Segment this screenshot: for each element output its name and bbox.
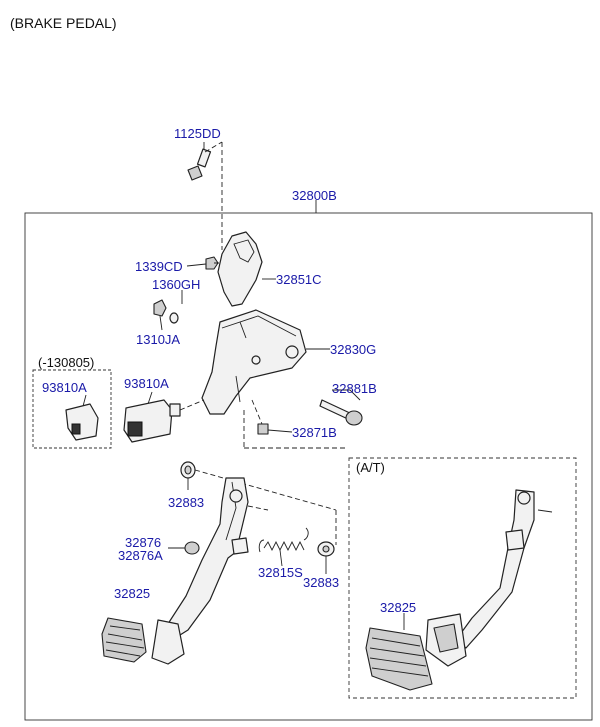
label-32830G[interactable]: 32830G bbox=[330, 342, 376, 357]
bushing-1360GH bbox=[153, 290, 183, 324]
label-1339CD[interactable]: 1339CD bbox=[135, 259, 183, 274]
label-32825[interactable]: 32825 bbox=[114, 586, 150, 601]
variant-box bbox=[32, 369, 112, 449]
label-32800B[interactable]: 32800B bbox=[292, 188, 337, 203]
spring-32815S bbox=[258, 527, 309, 567]
bush-32883-bottom bbox=[317, 541, 335, 574]
label-1125DD[interactable]: 1125DD bbox=[174, 126, 221, 141]
variant-box-label: (-130805) bbox=[38, 355, 94, 370]
at-box bbox=[348, 457, 577, 699]
label-32876A[interactable]: 32876A bbox=[118, 548, 163, 563]
brake-pedal-at bbox=[365, 489, 553, 691]
leader-1310JA bbox=[159, 315, 163, 331]
label-32871B[interactable]: 32871B bbox=[292, 425, 337, 440]
label-1360GH[interactable]: 1360GH bbox=[152, 277, 200, 292]
at-box-label: (A/T) bbox=[356, 460, 385, 475]
label-1310JA[interactable]: 1310JA bbox=[136, 332, 180, 347]
diagram-title: (BRAKE PEDAL) bbox=[10, 15, 117, 31]
stopper-32876 bbox=[168, 541, 200, 555]
brake-pedal-main bbox=[101, 477, 269, 665]
switch-93810A-old bbox=[65, 394, 99, 441]
assembly-frame bbox=[24, 212, 593, 721]
label-93810A[interactable]: 93810A bbox=[124, 376, 169, 391]
mounting-bracket-32830G bbox=[201, 309, 330, 415]
label-32851C[interactable]: 32851C bbox=[276, 272, 322, 287]
label-32815S[interactable]: 32815S bbox=[258, 565, 303, 580]
label-32881B[interactable]: 32881B bbox=[332, 381, 377, 396]
label-32825-at[interactable]: 32825 bbox=[380, 600, 416, 615]
label-32883-bottom[interactable]: 32883 bbox=[303, 575, 339, 590]
switch-93810A bbox=[123, 391, 205, 443]
bracket-32851C bbox=[217, 231, 276, 307]
pin-32881B bbox=[319, 389, 363, 426]
screw-32871B bbox=[243, 399, 345, 449]
label-32883-top[interactable]: 32883 bbox=[168, 495, 204, 510]
nut-1339CD bbox=[186, 256, 224, 270]
bolt-1125DD bbox=[187, 141, 223, 250]
bush-32883-top bbox=[180, 461, 337, 545]
label-32876[interactable]: 32876 bbox=[125, 535, 161, 550]
label-93810A-old[interactable]: 93810A bbox=[42, 380, 87, 395]
